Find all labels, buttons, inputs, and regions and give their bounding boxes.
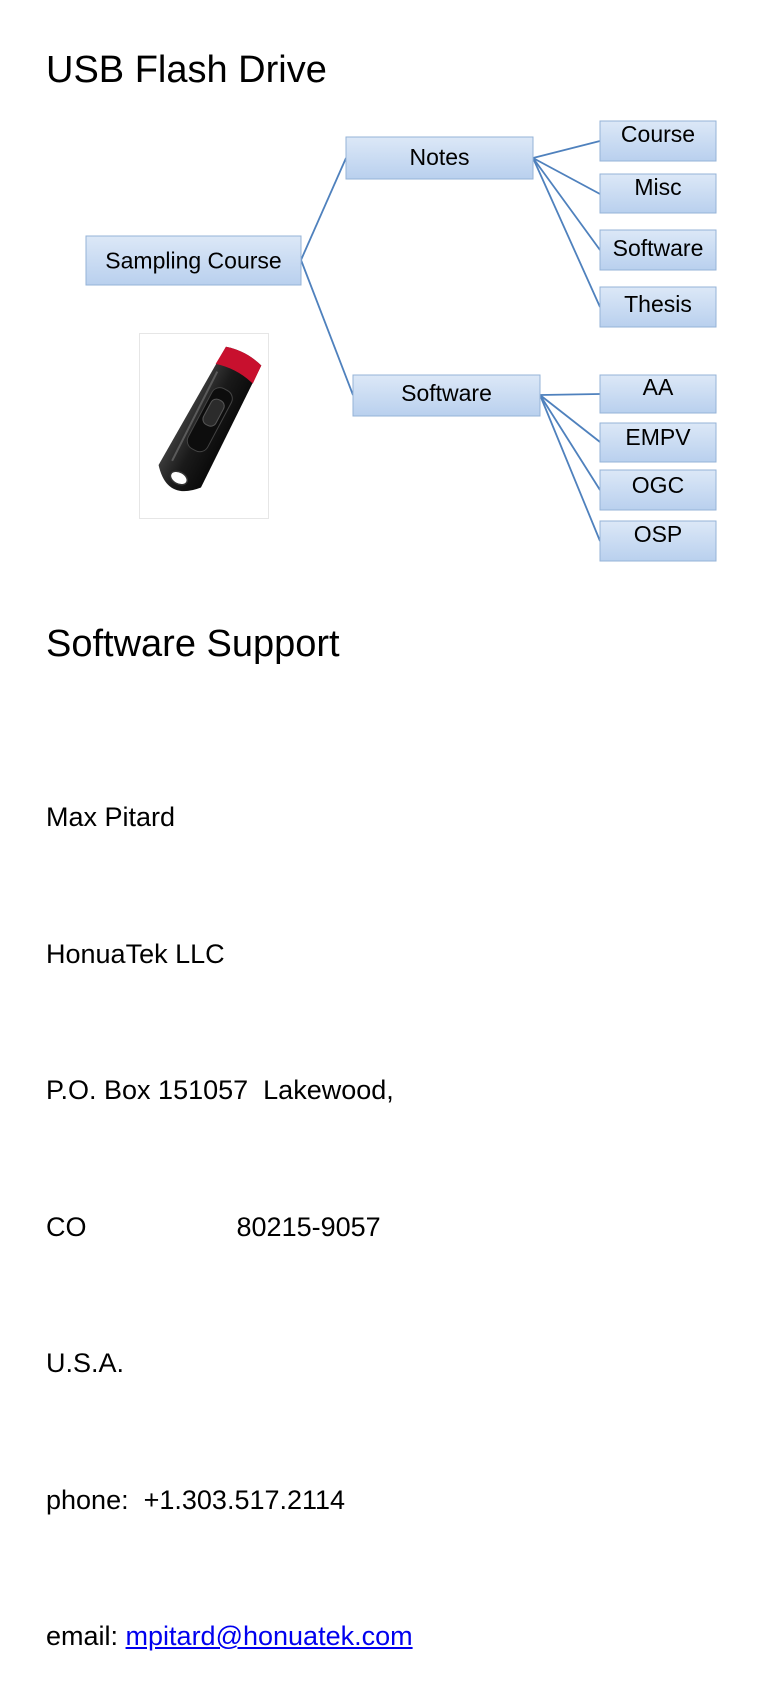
node-root: Sampling Course	[85, 235, 302, 286]
node-software-empv-label: EMPV	[625, 424, 691, 450]
connector-software-aa	[539, 393, 601, 396]
connector-root-notes	[300, 157, 347, 261]
node-notes-misc-label: Misc	[634, 174, 681, 200]
contact-company: HonuaTek LLC	[46, 938, 225, 969]
node-notes-course-label: Course	[621, 121, 695, 147]
contact-state-zip: CO 80215-9057	[46, 1211, 381, 1242]
node-software: Software	[352, 374, 541, 417]
connector-lines	[300, 140, 601, 542]
node-software-osp: OSP	[599, 520, 717, 562]
folder-tree-diagram: Sampling Course Notes Software Course Mi…	[85, 120, 717, 562]
contact-country: U.S.A.	[46, 1348, 125, 1378]
connector-software-empv	[539, 394, 601, 443]
contact-phone-row: phone: +1.303.517.2114	[46, 1478, 413, 1524]
node-software-aa: AA	[599, 374, 717, 414]
section-title-software-support: Software Support	[46, 623, 340, 665]
connector-software-ogc	[539, 394, 601, 491]
contact-name: Max Pitard	[46, 802, 176, 832]
node-software-empv: EMPV	[599, 422, 717, 463]
node-notes-label: Notes	[409, 144, 469, 170]
page-title-usb: USB Flash Drive	[46, 49, 327, 91]
connector-notes-misc	[532, 157, 601, 195]
connector-software-osp	[539, 394, 601, 542]
node-notes-course: Course	[599, 120, 717, 162]
node-software-ogc: OGC	[599, 469, 717, 511]
connector-notes-thesis	[532, 157, 601, 308]
node-software-label: Software	[401, 380, 492, 406]
contact-address: P.O. Box 151057 Lakewood,	[46, 1075, 394, 1105]
node-notes-misc: Misc	[599, 173, 717, 214]
node-software-ogc-label: OGC	[632, 472, 684, 498]
node-software-osp-label: OSP	[634, 521, 683, 547]
node-software-aa-label: AA	[643, 374, 674, 400]
node-notes: Notes	[345, 136, 534, 180]
contact-block: Max Pitard HonuaTek LLC P.O. Box 151057 …	[46, 704, 413, 1705]
phone-number: +1.303.517.2114	[143, 1484, 346, 1515]
usb-flash-drive-icon	[139, 333, 269, 519]
node-notes-thesis: Thesis	[599, 286, 717, 328]
node-notes-thesis-label: Thesis	[624, 291, 692, 317]
contact-email-row: email: mpitard@honuatek.com	[46, 1614, 413, 1660]
node-notes-software: Software	[599, 229, 717, 271]
connector-notes-software	[532, 157, 601, 251]
node-notes-software-label: Software	[613, 235, 704, 261]
connector-notes-course	[532, 140, 601, 159]
phone-label: phone:	[46, 1484, 129, 1515]
email-label: email:	[46, 1621, 119, 1651]
node-root-label: Sampling Course	[105, 248, 281, 274]
email-link[interactable]: mpitard@honuatek.com	[125, 1621, 413, 1651]
connector-root-software	[300, 259, 354, 396]
